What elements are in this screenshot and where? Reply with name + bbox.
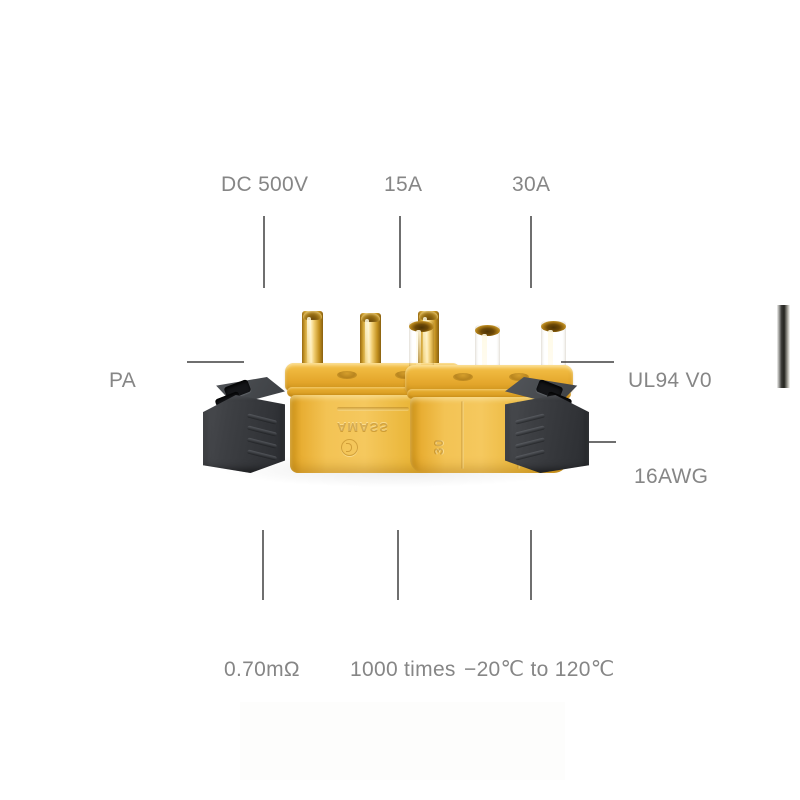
contact-blade (360, 313, 381, 369)
housing-rib (461, 401, 464, 469)
housing-keyway (453, 373, 473, 381)
contact-socket (541, 321, 566, 371)
callout-label-contact-resistance: 0.70mΩ (224, 658, 300, 681)
product-photo: AMASS 30 (195, 293, 595, 488)
callout-label-current-peak: 30A (512, 173, 551, 196)
leader-line-temperature-range (530, 530, 532, 600)
housing-collar (407, 389, 571, 399)
housing-brand-emboss: AMASS (337, 420, 389, 435)
leader-line-voltage (263, 216, 265, 288)
leader-line-current-continuous (399, 216, 401, 288)
callout-label-flame-rating: UL94 V0 (628, 369, 712, 392)
callout-label-housing-material: PA (109, 369, 137, 392)
amass-logo-icon (341, 439, 358, 456)
leader-line-mating-cycles (397, 530, 399, 600)
leader-line-current-peak (530, 216, 532, 288)
callout-label-current-continuous: 15A (384, 173, 423, 196)
rubber-end-cap-left (203, 377, 307, 477)
background-panel (240, 702, 565, 780)
contact-blade (302, 311, 323, 369)
housing-collar (287, 387, 459, 397)
callout-label-temperature-range: −20℃ to 120℃ (464, 658, 615, 681)
leader-line-contact-resistance (262, 530, 264, 600)
callout-label-mating-cycles: 1000 times (350, 658, 456, 681)
housing-rating-emboss: 30 (431, 438, 446, 455)
callout-label-voltage: DC 500V (221, 173, 309, 196)
leader-line-housing-material (187, 361, 244, 363)
housing-keyway (509, 373, 529, 381)
housing-slot (337, 407, 409, 411)
contact-socket (409, 321, 434, 371)
rubber-end-cap-right (491, 377, 595, 477)
callout-label-wire-gauge: 16AWG (634, 465, 709, 488)
housing-keyway (337, 371, 357, 379)
cropped-edge-object (777, 305, 790, 388)
contact-socket (475, 325, 500, 371)
leader-line-flame-rating (561, 361, 614, 363)
